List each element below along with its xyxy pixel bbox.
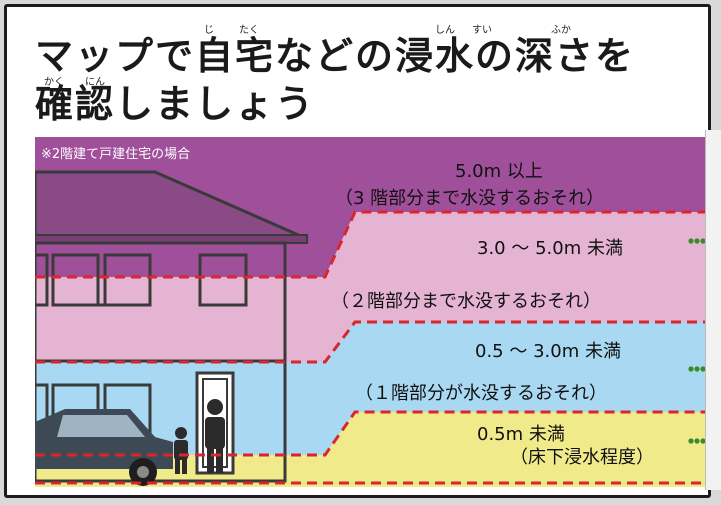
ruby-ji: じ	[204, 25, 214, 36]
band-5m-plus-depth: 5.0m 以上	[455, 161, 543, 182]
title-line-1: マップで自宅などの浸水の深さを	[35, 34, 636, 78]
ruby-taku: たく	[239, 25, 259, 36]
connector-dots	[688, 238, 708, 444]
ruby-sui: すい	[472, 25, 492, 36]
ruby-kaku: かく	[44, 77, 64, 88]
ruby-fuka: ふか	[551, 25, 571, 36]
infographic-frame: マップで自宅などの浸水の深さを じ たく しん すい ふか かく にん 確認しま…	[4, 4, 711, 498]
band-3-5m-depth: 3.0 ～ 5.0m 未満	[477, 238, 623, 259]
boundary-3m	[35, 320, 708, 364]
band-3-5m-desc: （２階部分まで水没するおそれ）	[331, 291, 601, 312]
adjacent-panel-edge	[705, 130, 721, 490]
boundary-5m	[35, 210, 708, 279]
flood-depth-svg	[35, 137, 708, 487]
depth-boundary-lines	[35, 210, 708, 485]
band-5m-plus-desc: （3 階部分まで水没するおそれ）	[335, 188, 605, 209]
title-line-2: 確認しましょう	[35, 82, 316, 126]
person-adult-icon	[205, 399, 225, 473]
band-under-05m-desc: （床下浸水程度）	[510, 447, 654, 468]
flood-depth-illustration: ※2階建て戸建住宅の場合 5.0m 以上 （3 階部分まで水没するおそれ） 3.…	[35, 137, 708, 487]
house-wall-lower	[35, 359, 287, 483]
upper-windows	[35, 253, 248, 307]
ruby-nin: にん	[85, 77, 105, 88]
house-type-note: ※2階建て戸建住宅の場合	[41, 147, 191, 162]
boundary-05m	[35, 410, 708, 457]
ruby-shin: しん	[435, 25, 455, 36]
house-illustration	[35, 170, 308, 486]
band-under-05m-depth: 0.5m 未満	[477, 424, 565, 445]
band-05-3m-depth: 0.5 ～ 3.0m 未満	[475, 341, 621, 362]
band-05-3m-desc: （１階部分が水没するおそれ）	[355, 383, 607, 404]
band-3-5m	[35, 212, 708, 362]
